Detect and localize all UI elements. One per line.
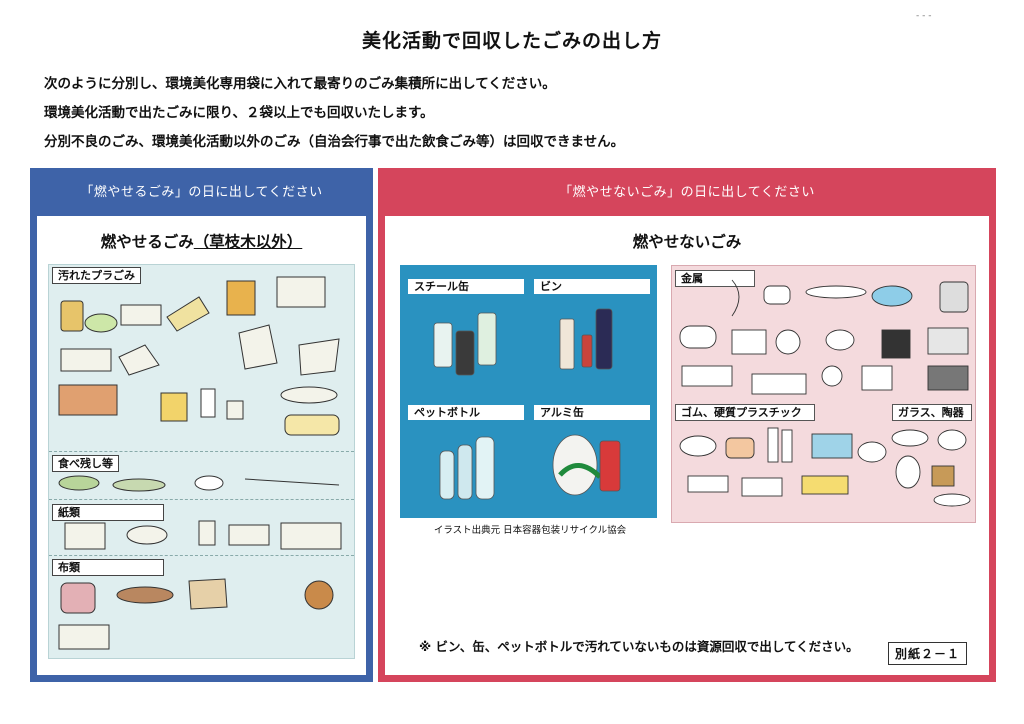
resource-illustration: スチール缶 ビン ペットボトル アルミ缶 (400, 265, 657, 518)
category-glass-ceramic: ガラス、陶器 (892, 404, 972, 421)
label-aluminum-can: アルミ缶 (534, 405, 650, 420)
burnable-panel-body: 燃やせるごみ（草枝木以外） 汚れたプラごみ 食べ残し等 紙類 布類 (37, 216, 366, 675)
attachment-ref: 別紙２－１ (887, 642, 967, 665)
category-dirty-plastic: 汚れたプラごみ (52, 267, 141, 284)
page-title: 美化活動で回収したごみの出し方 (361, 30, 662, 52)
nonburnable-panel-header: 「燃やせないごみ」の日に出してください (559, 185, 815, 200)
nonburnable-heading: 燃やせないごみ (632, 233, 742, 251)
burnable-illustration: 汚れたプラごみ 食べ残し等 紙類 布類 (48, 264, 355, 659)
category-metal: 金属 (675, 270, 755, 287)
label-bottle: ビン (534, 279, 650, 294)
label-steel-can: スチール缶 (408, 279, 524, 294)
intro-text: 次のように分別し、環境美化専用袋に入れて最寄りのごみ集積所に出してください。 環… (44, 70, 984, 157)
burnable-heading: 燃やせるごみ（草枝木以外） (37, 230, 366, 252)
resource-note: ※ ビン、缶、ペットボトルで汚れていないものは資源回収で出してください。 (419, 639, 859, 654)
category-cloth: 布類 (52, 559, 164, 576)
burnable-items-sketch (58, 276, 342, 650)
label-pet-bottle: ペットボトル (408, 405, 524, 420)
intro-line-2: 環境美化活動で出たごみに限り、２袋以上でも回収いたします。 (44, 105, 434, 121)
category-paper: 紙類 (52, 504, 164, 521)
burnable-heading-main: 燃やせるごみ (100, 233, 194, 251)
nonburnable-panel-body: 燃やせないごみ スチール缶 ビン ペットボトル アルミ缶 (385, 216, 989, 675)
corner-mark: - - - (916, 11, 932, 21)
category-rubber-plastic: ゴム、硬質プラスチック (675, 404, 815, 421)
nonburnable-illustration: 金属 ゴム、硬質プラスチック ガラス、陶器 (671, 265, 976, 523)
nonburnable-items-sketch (679, 279, 971, 507)
intro-line-1: 次のように分別し、環境美化専用袋に入れて最寄りのごみ集積所に出してください。 (44, 76, 556, 92)
illustration-credit: イラスト出典元 日本容器包装リサイクル協会 (433, 525, 627, 536)
category-food-waste: 食べ残し等 (52, 455, 119, 472)
burnable-heading-note: （草枝木以外） (193, 233, 303, 251)
resource-items-sketch (433, 308, 621, 500)
burnable-panel: 「燃やせるごみ」の日に出してください 燃やせるごみ（草枝木以外） 汚れたプラごみ… (30, 168, 373, 682)
intro-line-3: 分別不良のごみ、環境美化活動以外のごみ（自治会行事で出た飲食ごみ等）は回収できま… (44, 134, 625, 150)
burnable-panel-header: 「燃やせるごみ」の日に出してください (80, 185, 323, 200)
nonburnable-panel: 「燃やせないごみ」の日に出してください 燃やせないごみ スチール缶 ビン ペット… (378, 168, 996, 682)
